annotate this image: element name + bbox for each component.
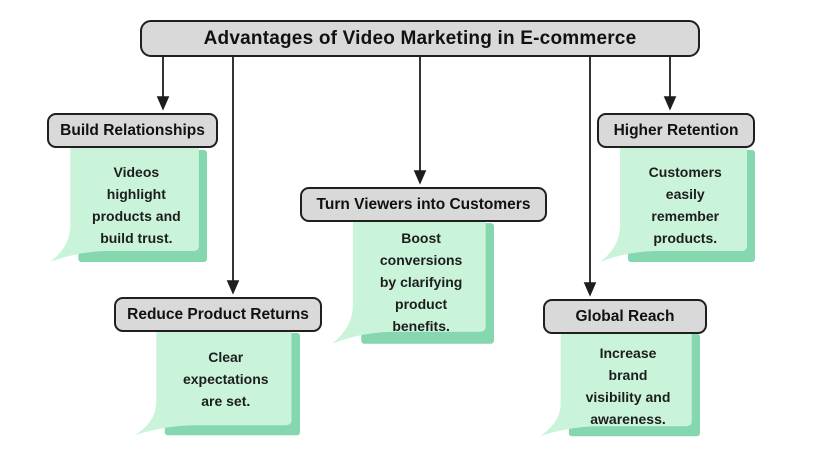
note-text: Customers easily remember products.: [648, 164, 722, 246]
sticky-note-shape: [50, 148, 207, 262]
branch-box-reduce-product-returns: Reduce Product Returns: [114, 297, 322, 332]
sticky-note-shape: [540, 332, 700, 437]
note-text: Videos highlight products and build trus…: [92, 164, 181, 246]
note-text: Increase brand visibility and awareness.: [585, 345, 671, 427]
branch-label: Turn Viewers into Customers: [316, 195, 531, 213]
branch-label: Reduce Product Returns: [127, 305, 309, 323]
sticky-note-shape: [332, 221, 494, 344]
sticky-note-shape: [135, 331, 300, 436]
title-box: Advantages of Video Marketing in E-comme…: [140, 20, 700, 57]
branch-box-turn-viewers-into-customers: Turn Viewers into Customers: [300, 187, 547, 222]
note-global-reach: Increase brand visibility and awareness.: [540, 332, 700, 439]
branch-box-higher-retention: Higher Retention: [597, 113, 755, 148]
note-higher-retention: Customers easily remember products.: [600, 148, 755, 265]
branch-box-global-reach: Global Reach: [543, 299, 707, 334]
branch-label: Higher Retention: [613, 121, 739, 139]
sticky-note-shape: [600, 148, 755, 262]
note-text: Boost conversions by clarifying product …: [379, 230, 463, 334]
note-text: Clear expectations are set.: [182, 349, 269, 409]
note-reduce-product-returns: Clear expectations are set.: [135, 331, 300, 438]
note-turn-viewers-into-customers: Boost conversions by clarifying product …: [332, 221, 494, 347]
branch-label: Global Reach: [575, 307, 675, 325]
branch-label: Build Relationships: [60, 121, 205, 139]
note-build-relationships: Videos highlight products and build trus…: [50, 148, 207, 265]
branch-box-build-relationships: Build Relationships: [47, 113, 218, 148]
title-label: Advantages of Video Marketing in E-comme…: [203, 27, 637, 49]
